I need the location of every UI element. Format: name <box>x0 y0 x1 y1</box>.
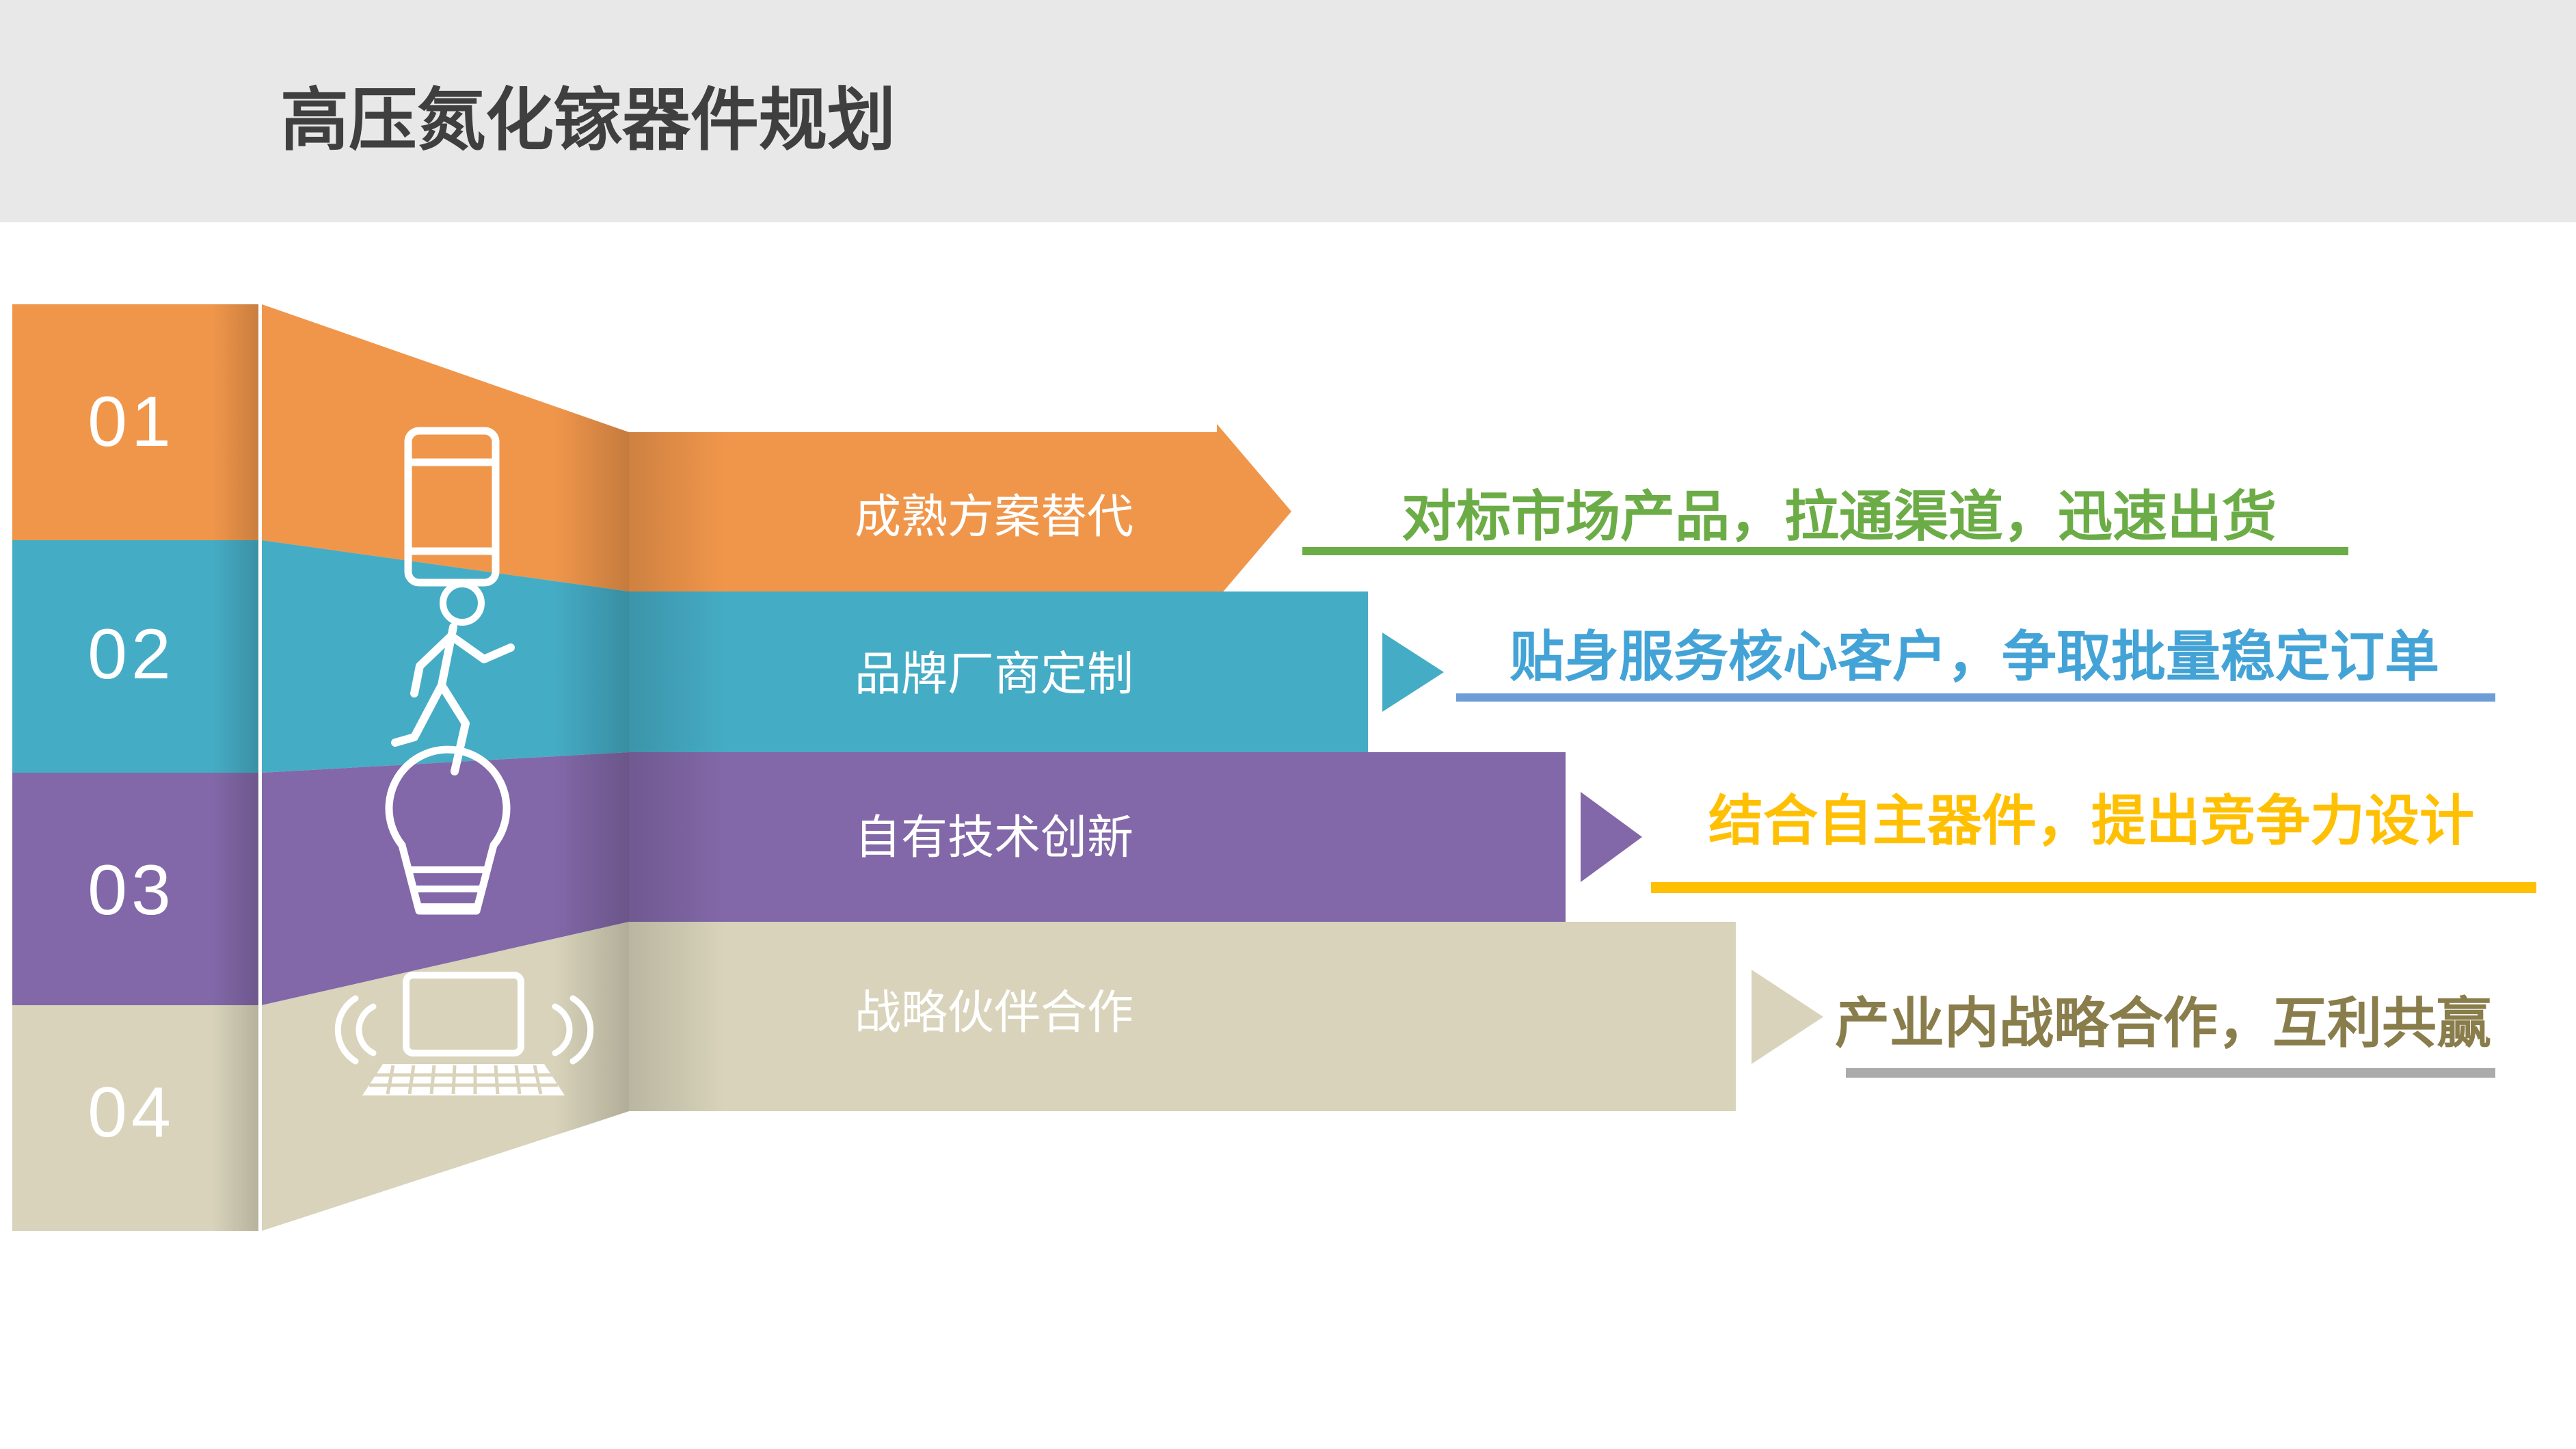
row-03-label: 自有技术创新 <box>855 812 1133 864</box>
row-04-description: 产业内战略合作，互利共赢 <box>1835 993 2491 1054</box>
row-01-description: 对标市场产品，拉通渠道，迅速出货 <box>1401 486 2277 547</box>
row-03-number: 03 <box>88 851 175 930</box>
row-02-bar <box>629 591 1368 752</box>
row-01-fold-panel <box>262 304 629 591</box>
row-04-label: 战略伙伴合作 <box>855 987 1133 1039</box>
row-04-number: 04 <box>88 1073 175 1152</box>
row-02-arrow-icon <box>1382 633 1444 712</box>
row-03-fold-panel <box>262 752 629 1005</box>
fold-shadow-left-column <box>212 304 258 1231</box>
row-02-underline <box>1456 693 2495 702</box>
row-01-underline <box>1302 547 2348 555</box>
tablet-icon <box>404 427 500 587</box>
fold-shadow-panel <box>554 406 629 1136</box>
row-01-number: 01 <box>88 382 175 462</box>
row-01-arrow-icon <box>1217 424 1291 599</box>
page-title: 高压氮化镓器件规划 <box>280 82 896 159</box>
row-02-label: 品牌厂商定制 <box>855 648 1133 700</box>
row-04-bar <box>629 922 1736 1111</box>
row-03-description: 结合自主器件，提出竞争力设计 <box>1708 790 2474 851</box>
row-03-bar <box>629 752 1566 922</box>
row-04-underline <box>1846 1068 2495 1078</box>
laptop-icon <box>334 972 594 1095</box>
walking-person-icon <box>391 581 515 775</box>
row-01-label: 成熟方案替代 <box>855 491 1133 543</box>
header-band <box>0 0 2576 222</box>
row-03-arrow-icon <box>1581 792 1642 882</box>
row-03-underline <box>1651 882 2536 893</box>
lightbulb-icon <box>385 745 511 915</box>
row-02-description: 贴身服务核心客户，争取批量稳定订单 <box>1510 626 2439 687</box>
row-04-arrow-icon <box>1752 970 1823 1064</box>
fold-shadow-bars <box>629 432 725 1111</box>
row-01-bar <box>629 432 1218 591</box>
row-02-number: 02 <box>88 615 175 694</box>
